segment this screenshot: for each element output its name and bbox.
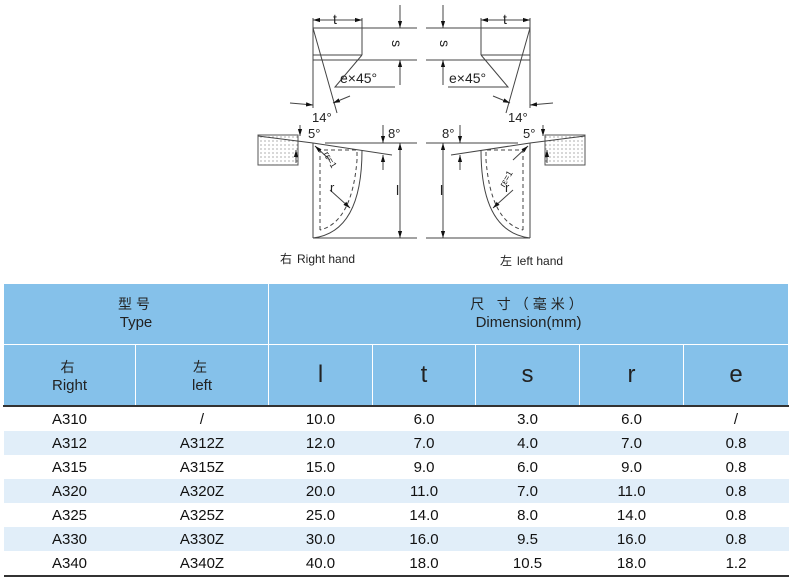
tool-insert-diagram: t s e×45° 14° 5° 8° rε=1 r l 右 Right han… [0,0,790,268]
cell-l: 40.0 [268,551,373,577]
dimension-header: 尺 寸（毫米）Dimension(mm) [267,283,790,345]
cell-l: 15.0 [305,458,336,476]
right-hand-caption-cn: 右 [280,251,292,266]
cell-t: 14.0 [409,506,439,524]
right-hand-labels: t s e×45° 14° 5° 8° rε=1 r l 右 Right han… [280,11,405,266]
cell-r: 11.0 [579,479,684,503]
right-header-cn: 右 [60,359,79,376]
cell-e: 1.2 [683,551,789,577]
cell-l: 20.0 [268,479,373,503]
cell-r: 14.0 [616,506,647,524]
cell-right: A312 [3,431,136,455]
cell-l: 30.0 [268,527,373,551]
cell-right: A325 [51,506,88,524]
cell-r: 6.0 [621,410,642,428]
left-header-en: left [191,376,212,394]
cell-t: 6.0 [413,410,435,428]
cell-s: 7.0 [475,479,580,503]
dim-l: l [440,182,443,198]
table-row: A315 A315Z 15.0 9.0 6.0 9.0 0.8 [4,455,789,479]
cell-e: / [733,410,739,428]
angle-14: 14° [508,110,528,125]
cell-left: A325Z [179,506,225,524]
dim-e45: e×45° [449,70,486,86]
cell-l: 10.0 [305,410,336,428]
right-hand-caption: Right hand [297,252,355,266]
radius-re: rε=1 [322,150,339,170]
cell-right: A320 [3,479,136,503]
cell-s: 10.5 [475,551,580,577]
dim-t: t [333,11,337,27]
cell-e: 0.8 [725,458,747,476]
angle-8: 8° [442,126,454,141]
cell-s: 6.0 [517,458,538,476]
cell-left: A315Z [179,458,225,476]
cell-t: 11.0 [372,479,476,503]
type-header-cn: 型号 [118,297,154,313]
cell-s: 8.0 [517,506,538,524]
cell-right: A330 [3,527,136,551]
col-header-l: l [268,344,373,407]
cell-r: 9.0 [621,458,642,476]
dim-s: s [437,40,453,47]
dimension-header-en: Dimension(mm) [475,314,582,331]
cell-e: 0.8 [683,431,789,455]
cell-left: / [199,410,205,428]
cell-r: 16.0 [579,527,684,551]
right-header-en: Right [51,376,88,394]
left-hand-labels: t s e×45° 14° 5° 8° rε=1 r l 左 left hand [437,11,563,268]
table-row: A325 A325Z 25.0 14.0 8.0 14.0 0.8 [4,503,789,527]
cell-s: 3.0 [517,410,538,428]
type-header-en: Type [119,314,153,331]
dim-r: r [505,180,510,195]
cell-s: 9.5 [475,527,580,551]
col-header-t: t [372,344,476,407]
cell-left: A320Z [135,479,269,503]
dim-r: r [330,180,335,195]
cell-left: A340Z [135,551,269,577]
cell-left: A330Z [135,527,269,551]
cell-right: A310 [51,410,88,428]
col-header-e: e [682,344,790,407]
dim-s: s [389,40,405,47]
dim-t: t [503,11,507,27]
angle-5: 5° [308,126,320,141]
dim-e45: e×45° [340,70,377,86]
col-header-r: r [579,344,684,407]
cell-l: 12.0 [268,431,373,455]
dimension-header-cn: 尺 寸（毫米） [470,297,587,313]
cell-e: 0.8 [683,527,789,551]
cell-t: 18.0 [372,551,476,577]
angle-14: 14° [312,110,332,125]
left-hand-caption: left hand [517,254,563,268]
cell-right: A315 [51,458,88,476]
cell-t: 7.0 [372,431,476,455]
left-header-cn: 左 [193,359,211,376]
table-row: A310 / 10.0 6.0 3.0 6.0 / [4,406,789,431]
cell-right: A340 [3,551,136,577]
angle-8: 8° [388,126,400,141]
dim-l: l [396,182,399,198]
left-hand-caption-cn: 左 [500,253,512,268]
angle-5: 5° [523,126,535,141]
cell-e: 0.8 [725,506,747,524]
cell-e: 0.8 [683,479,789,503]
cell-t: 9.0 [413,458,435,476]
cell-l: 25.0 [305,506,336,524]
cell-r: 7.0 [579,431,684,455]
cell-r: 18.0 [579,551,684,577]
cell-s: 4.0 [475,431,580,455]
cell-left: A312Z [135,431,269,455]
cell-t: 16.0 [372,527,476,551]
col-header-s: s [475,344,580,407]
